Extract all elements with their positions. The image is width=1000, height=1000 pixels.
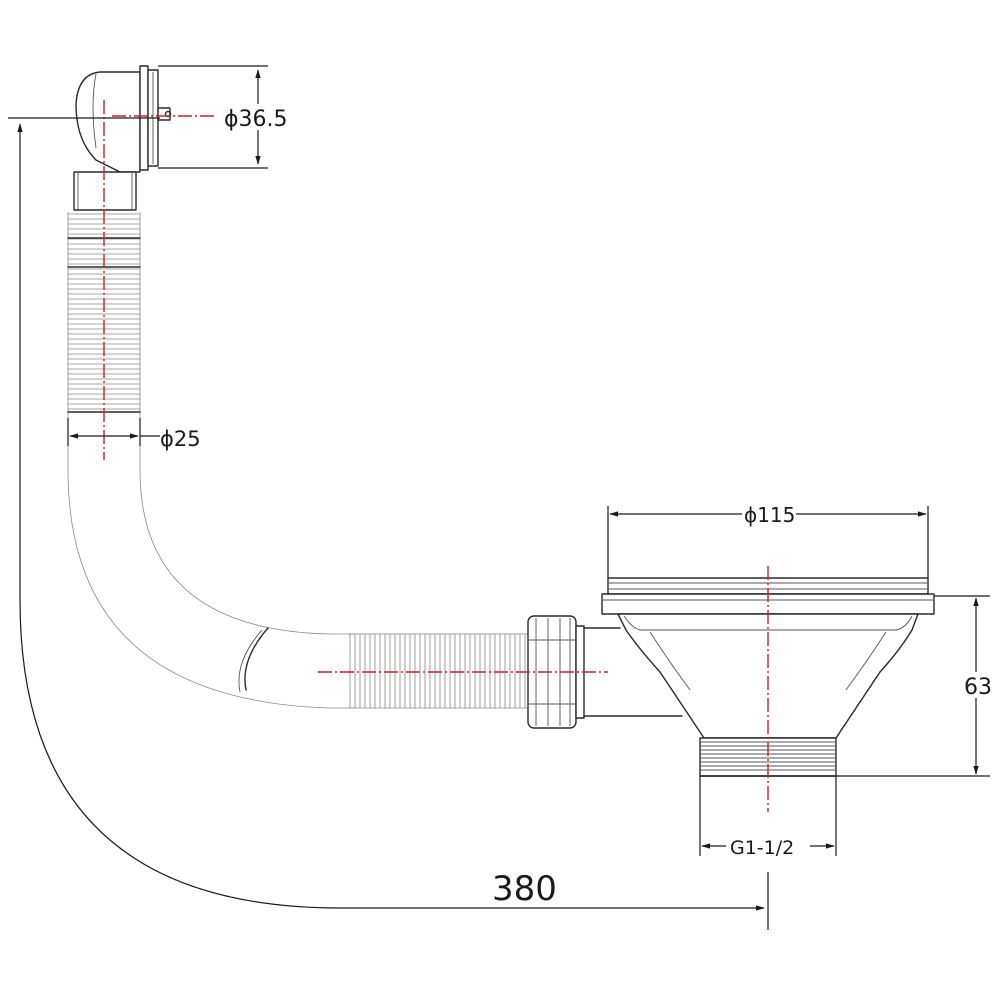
- dimension-overall-length: [8, 117, 769, 930]
- horizontal-corrugated-hose: [348, 633, 528, 709]
- center-lines: [103, 100, 769, 812]
- overflow-elbow: [73, 65, 172, 211]
- curved-hose: [67, 418, 355, 709]
- thread-label: G1-1/2: [730, 837, 794, 859]
- hose-diameter-label: ϕ25: [160, 427, 201, 451]
- strainer-height-label: 63: [964, 675, 992, 700]
- outlet-diameter-label: ϕ36.5: [224, 107, 288, 132]
- dimension-hose-diameter: [67, 418, 160, 446]
- strainer-diameter-label: ϕ115: [744, 503, 795, 527]
- overall-length-label: 380: [492, 869, 557, 909]
